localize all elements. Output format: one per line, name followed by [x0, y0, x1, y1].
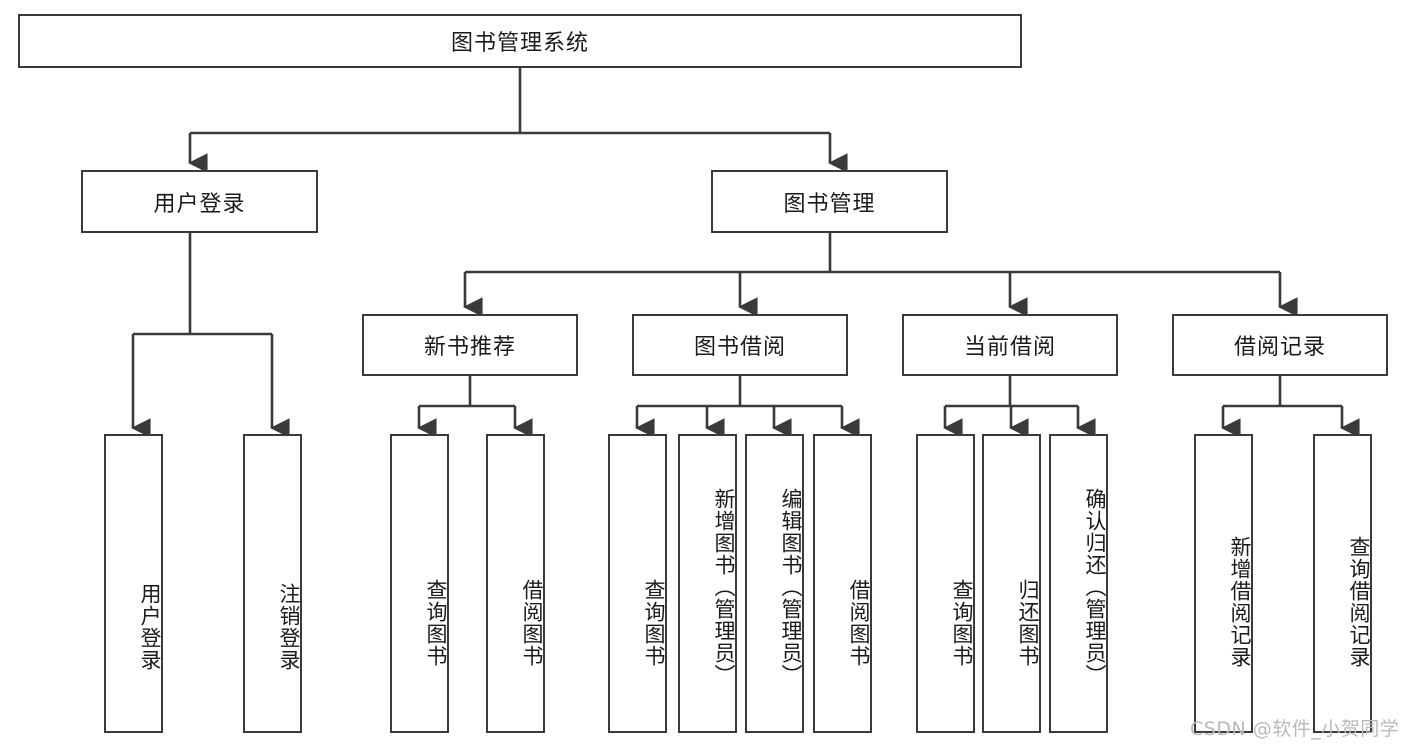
- node-new-book-recommend-label: 新书推荐: [423, 335, 516, 360]
- node-current-borrow[interactable]: 当前借阅: [902, 314, 1118, 376]
- node-current-borrow-label: 当前借阅: [963, 335, 1056, 360]
- leaf-borrow-borrow-book-label: 借阅图书: [847, 578, 871, 667]
- leaf-current-confirm-return-label: 确认归还（管理员）: [1083, 487, 1107, 686]
- node-user-login[interactable]: 用户登录: [81, 170, 318, 233]
- leaf-current-query-book[interactable]: 查询图书: [916, 434, 975, 733]
- leaf-current-query-book-label: 查询图书: [950, 578, 974, 667]
- node-book-management[interactable]: 图书管理: [711, 170, 948, 233]
- node-user-login-label: 用户登录: [153, 191, 246, 217]
- leaf-user-login-logout[interactable]: 注销登录: [243, 434, 302, 733]
- node-borrow-record[interactable]: 借阅记录: [1172, 314, 1388, 376]
- leaf-borrow-edit-book-label: 编辑图书（管理员）: [779, 487, 803, 686]
- leaf-current-confirm-return[interactable]: 确认归还（管理员）: [1049, 434, 1108, 733]
- leaf-recommend-borrow-book[interactable]: 借阅图书: [486, 434, 545, 733]
- leaf-borrow-query-book[interactable]: 查询图书: [608, 434, 667, 733]
- leaf-recommend-query-book[interactable]: 查询图书: [390, 434, 449, 733]
- leaf-recommend-query-book-label: 查询图书: [424, 578, 448, 667]
- node-new-book-recommend[interactable]: 新书推荐: [362, 314, 578, 376]
- leaf-recommend-borrow-book-label: 借阅图书: [520, 578, 544, 667]
- leaf-user-login-logout-label: 注销登录: [277, 582, 301, 671]
- node-book-management-label: 图书管理: [783, 191, 876, 217]
- leaf-record-add-record[interactable]: 新增借阅记录: [1194, 434, 1253, 733]
- node-book-borrow-label: 图书借阅: [693, 335, 786, 360]
- node-borrow-record-label: 借阅记录: [1233, 335, 1326, 360]
- leaf-current-return-book[interactable]: 归还图书: [982, 434, 1041, 733]
- leaf-current-return-book-label: 归还图书: [1016, 578, 1040, 667]
- leaf-borrow-query-book-label: 查询图书: [642, 578, 666, 667]
- leaf-record-add-record-label: 新增借阅记录: [1228, 535, 1252, 668]
- leaf-record-query-record-label: 查询借阅记录: [1347, 535, 1371, 668]
- leaf-borrow-add-book-label: 新增图书（管理员）: [712, 487, 736, 686]
- node-book-borrow[interactable]: 图书借阅: [632, 314, 848, 376]
- node-root[interactable]: 图书管理系统: [18, 14, 1022, 68]
- node-root-label: 图书管理系统: [450, 31, 589, 56]
- leaf-user-login-login-label: 用户登录: [138, 582, 162, 671]
- watermark-text: CSDN @软件_小贺同学: [1190, 718, 1400, 740]
- leaf-borrow-add-book[interactable]: 新增图书（管理员）: [678, 434, 737, 733]
- leaf-borrow-edit-book[interactable]: 编辑图书（管理员）: [745, 434, 804, 733]
- leaf-record-query-record[interactable]: 查询借阅记录: [1313, 434, 1372, 733]
- leaf-borrow-borrow-book[interactable]: 借阅图书: [813, 434, 872, 733]
- leaf-user-login-login[interactable]: 用户登录: [104, 434, 163, 733]
